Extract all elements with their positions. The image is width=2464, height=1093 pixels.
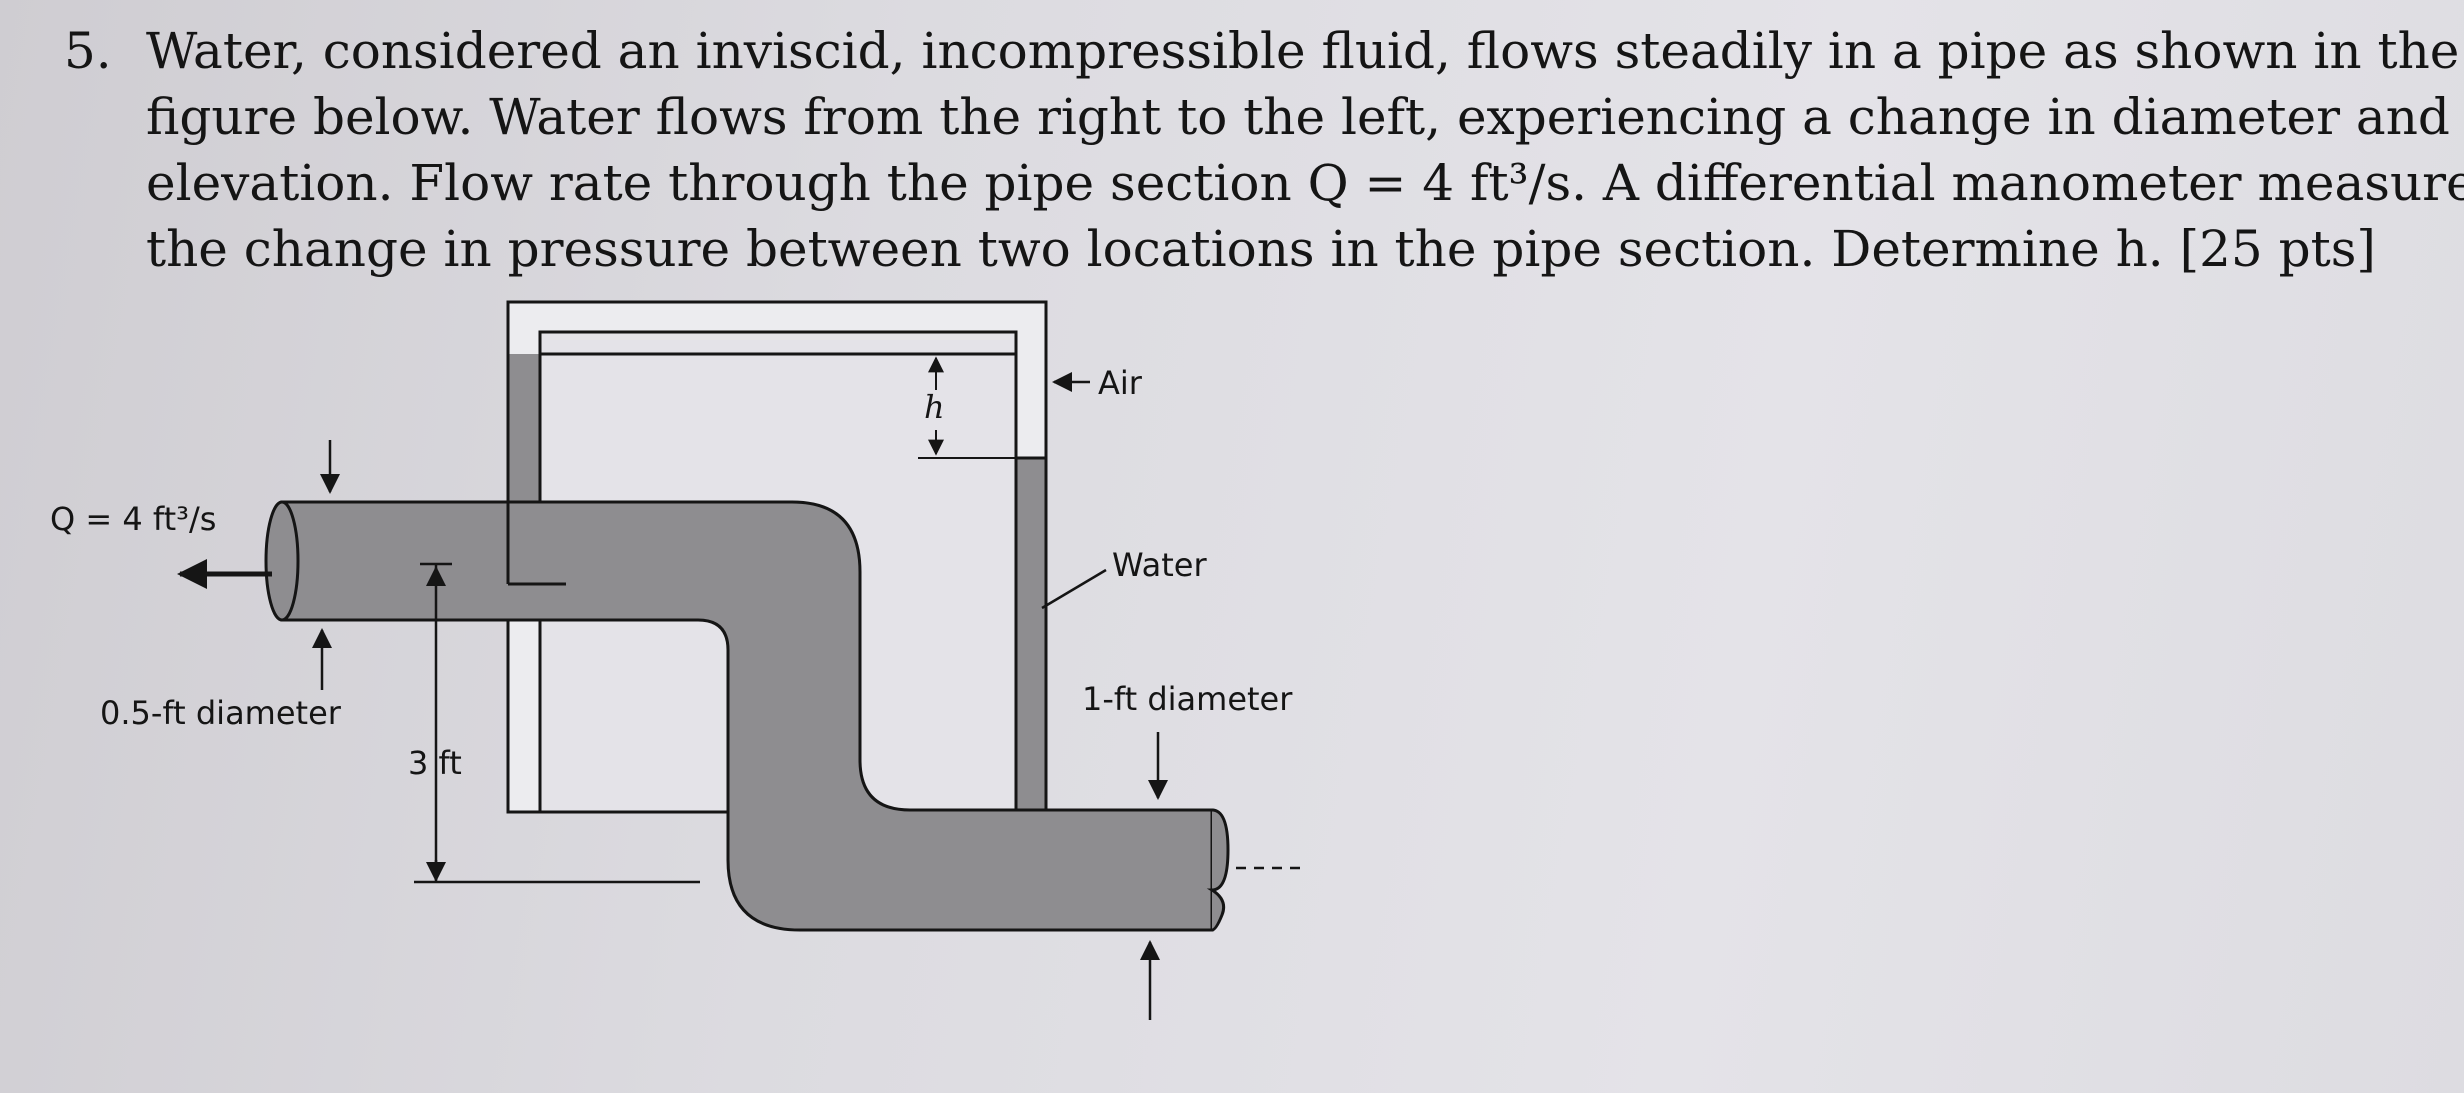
water-leader <box>1041 568 1107 610</box>
small-pipe-end <box>264 500 300 622</box>
problem-number: 5. <box>64 22 112 80</box>
problem-line-4: the change in pressure between two locat… <box>146 220 2376 278</box>
problem-line-1: Water, considered an inviscid, incompres… <box>146 22 2460 80</box>
flow-rate-label: Q = 4 ft³/s <box>50 500 217 538</box>
small-diameter-label: 0.5-ft diameter <box>100 694 341 732</box>
pipe-body <box>280 500 1214 932</box>
right-leg-water <box>1016 458 1046 812</box>
air-label: Air <box>1098 364 1142 402</box>
figure-drawing <box>177 300 1300 1020</box>
water-label: Water <box>1112 546 1207 584</box>
large-pipe-end <box>1206 808 1230 932</box>
large-diameter-label: 1-ft diameter <box>1082 680 1293 718</box>
problem-line-3: elevation. Flow rate through the pipe se… <box>146 154 2464 212</box>
problem-line-2: figure below. Water flows from the right… <box>146 88 2450 146</box>
h-label: h <box>924 388 945 426</box>
elevation-label: 3 ft <box>408 744 462 782</box>
pipe-manometer-figure: Q = 4 ft³/s 0.5-ft diameter 1-ft diamete… <box>0 290 1400 1050</box>
